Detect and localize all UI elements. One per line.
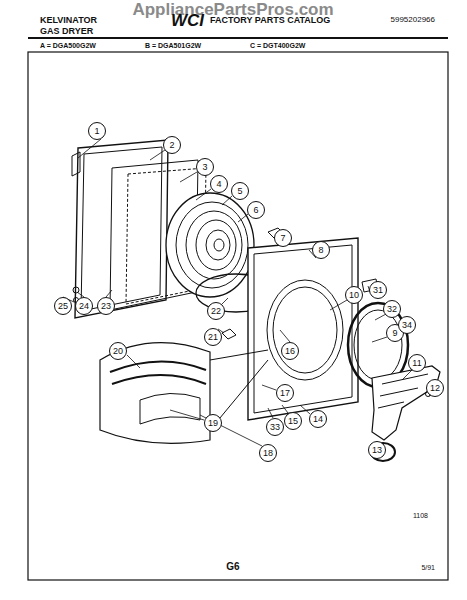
callout-number: 8 bbox=[318, 246, 323, 255]
callout-number: 14 bbox=[313, 415, 323, 424]
callout-circle: 4 bbox=[210, 175, 228, 193]
callout-number: 3 bbox=[202, 163, 207, 172]
catalog-text: FACTORY PARTS CATALOG bbox=[210, 16, 330, 25]
catalog-text: A = DGA500G2W bbox=[40, 42, 96, 49]
callout-circle: 33 bbox=[266, 418, 284, 436]
callout-number: 10 bbox=[349, 291, 359, 300]
callout-number: 11 bbox=[412, 359, 421, 368]
leader-lines bbox=[63, 139, 431, 446]
callout-number: 25 bbox=[58, 302, 68, 311]
catalog-text: 1108 bbox=[413, 512, 428, 519]
callout-number: 22 bbox=[211, 307, 221, 316]
callout-number: 5 bbox=[237, 187, 242, 196]
callout-circle: 13 bbox=[368, 441, 386, 459]
callout-circle: 21 bbox=[204, 328, 222, 346]
callout-circle: 31 bbox=[369, 281, 387, 299]
callout-number: 2 bbox=[169, 141, 174, 150]
callout-number: 1 bbox=[94, 127, 99, 136]
header-rule bbox=[28, 37, 448, 39]
latch-clip bbox=[222, 329, 236, 339]
catalog-text: B = DGA501G2W bbox=[145, 42, 201, 49]
lint-duct bbox=[372, 366, 440, 440]
callout-circle: 5 bbox=[231, 182, 249, 200]
callout-number: 16 bbox=[285, 347, 295, 356]
catalog-text: KELVINATOR bbox=[40, 16, 97, 25]
callout-number: 18 bbox=[263, 449, 273, 458]
catalog-text: C = DGT400G2W bbox=[250, 42, 305, 49]
callout-number: 20 bbox=[113, 347, 123, 356]
callout-number: 15 bbox=[288, 417, 298, 426]
callout-circle: 18 bbox=[259, 444, 277, 462]
callout-number: 9 bbox=[392, 329, 397, 338]
callout-circle: 3 bbox=[196, 158, 214, 176]
logo-text: WCI bbox=[171, 12, 204, 29]
callout-number: 21 bbox=[208, 333, 218, 342]
callout-number: 12 bbox=[430, 384, 440, 393]
callout-number: 33 bbox=[270, 423, 280, 432]
callout-circle: 10 bbox=[345, 286, 363, 304]
callout-circle: 16 bbox=[281, 342, 299, 360]
front-panel-edge bbox=[254, 245, 352, 413]
catalog-text: 5/91 bbox=[421, 564, 435, 571]
callout-number: 17 bbox=[280, 389, 290, 398]
callout-number: 6 bbox=[253, 206, 258, 215]
callout-circle: 1 bbox=[88, 122, 106, 140]
front-panel-opening bbox=[267, 280, 343, 380]
callout-circle: 15 bbox=[284, 412, 302, 430]
callout-number: 7 bbox=[280, 234, 285, 243]
callout-number: 4 bbox=[216, 180, 221, 189]
callout-circle: 22 bbox=[207, 302, 225, 320]
callout-circle: 32 bbox=[383, 300, 401, 318]
callout-number: 19 bbox=[208, 419, 218, 428]
callout-circle: 23 bbox=[97, 297, 115, 315]
callout-number: 23 bbox=[101, 302, 111, 311]
callout-circle: 17 bbox=[276, 384, 294, 402]
callout-circle: 7 bbox=[274, 229, 292, 247]
callout-circle: 8 bbox=[312, 241, 330, 259]
callout-circle: 6 bbox=[247, 201, 265, 219]
callout-circle: 24 bbox=[75, 297, 93, 315]
callout-circle: 12 bbox=[426, 379, 444, 397]
callout-number: 31 bbox=[373, 286, 383, 295]
drum-seal-inner bbox=[354, 310, 402, 380]
catalog-text: G6 bbox=[226, 562, 239, 572]
catalog-text: 5995202966 bbox=[391, 16, 436, 24]
callout-number: 13 bbox=[372, 446, 382, 455]
catalog-text: GAS DRYER bbox=[40, 27, 93, 36]
screw bbox=[73, 287, 79, 293]
callout-circle: 11 bbox=[408, 354, 426, 372]
page-frame bbox=[28, 52, 448, 580]
callout-number: 24 bbox=[79, 302, 89, 311]
door-gasket bbox=[81, 147, 162, 311]
door-bowl bbox=[166, 193, 254, 297]
callout-circle: 2 bbox=[163, 136, 181, 154]
callout-circle: 25 bbox=[54, 297, 72, 315]
callout-circle: 14 bbox=[309, 410, 327, 428]
callout-number: 32 bbox=[387, 305, 397, 314]
callout-number: 34 bbox=[402, 321, 412, 330]
callout-circle: 20 bbox=[109, 342, 127, 360]
callout-circle: 34 bbox=[398, 316, 416, 334]
detail-view bbox=[100, 343, 268, 444]
callout-circle: 19 bbox=[204, 414, 222, 432]
front-panel-opening-lip bbox=[273, 287, 337, 373]
front-panel bbox=[248, 238, 358, 420]
door-hinge bbox=[72, 152, 80, 176]
